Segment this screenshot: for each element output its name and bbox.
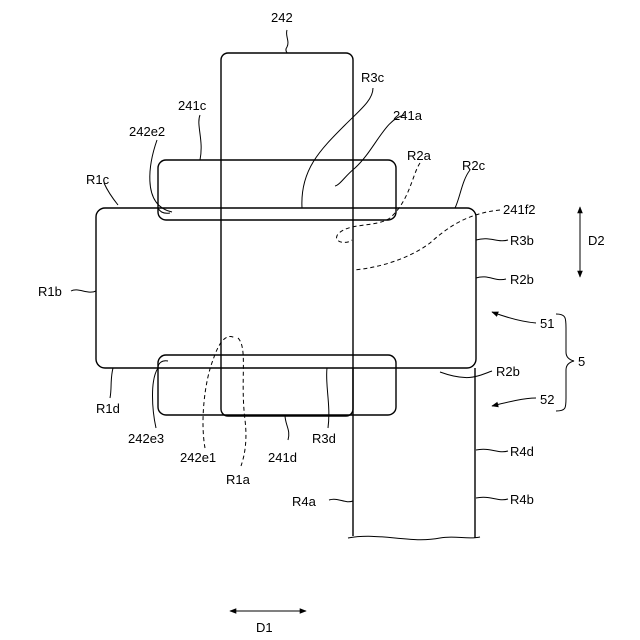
label-d1: D1	[256, 620, 273, 635]
leader-R1b	[71, 290, 96, 292]
leader-241d	[285, 415, 289, 440]
leader-R2a	[337, 163, 420, 242]
label-52: 52	[540, 392, 554, 407]
corner-242e3	[158, 361, 168, 368]
label-r4d: R4d	[510, 444, 534, 459]
label-242: 242	[271, 10, 293, 25]
leader-242e1	[203, 337, 235, 448]
label-r3b: R3b	[510, 233, 534, 248]
leader-52	[492, 398, 536, 406]
label-241a: 241a	[393, 108, 423, 123]
label-r4b: R4b	[510, 492, 534, 507]
label-5: 5	[578, 354, 585, 369]
leader-241a	[335, 115, 405, 186]
label-r4a: R4a	[292, 494, 317, 509]
label-242e3: 242e3	[128, 431, 164, 446]
label-241d: 241d	[268, 450, 297, 465]
label-51: 51	[540, 316, 554, 331]
label-242e1: 242e1	[180, 450, 216, 465]
label-r1c: R1c	[86, 172, 110, 187]
leader-R3c	[302, 88, 373, 208]
label-241c: 241c	[178, 98, 207, 113]
label-r3d: R3d	[312, 431, 336, 446]
label-r2b-top: R2b	[510, 272, 534, 287]
label-r1b: R1b	[38, 284, 62, 299]
leader-51	[492, 312, 536, 323]
leader-R4d	[476, 449, 508, 452]
main-body	[96, 208, 476, 368]
label-r1a: R1a	[226, 472, 251, 487]
label-r2b-bottom: R2b	[496, 364, 520, 379]
strip-break-line	[348, 536, 480, 539]
leader-R3b	[476, 239, 508, 241]
element-241-upper	[158, 160, 396, 220]
label-r2c: R2c	[462, 158, 486, 173]
leader-R1a	[238, 338, 246, 466]
leader-242	[286, 30, 288, 53]
element-242	[221, 53, 353, 416]
label-r1d: R1d	[96, 401, 120, 416]
leader-R2c	[455, 170, 470, 208]
leader-242e2	[150, 140, 172, 212]
bracket-5	[556, 314, 574, 411]
leader-R2b-bottom	[440, 371, 492, 378]
leader-R3d	[327, 368, 329, 428]
leader-R4b	[476, 497, 508, 500]
label-r2a: R2a	[407, 148, 432, 163]
element-241-lower	[158, 355, 396, 415]
leader-242e3	[153, 368, 159, 428]
leader-R1d	[110, 368, 113, 398]
label-241f2: 241f2	[503, 202, 536, 217]
leader-241c	[199, 115, 201, 160]
leader-R4a	[329, 499, 353, 502]
label-d2: D2	[588, 233, 605, 248]
label-242e2: 242e2	[129, 124, 165, 139]
strip-r4	[353, 368, 475, 538]
leader-R2b-top	[476, 277, 506, 280]
label-r3c: R3c	[361, 70, 385, 85]
